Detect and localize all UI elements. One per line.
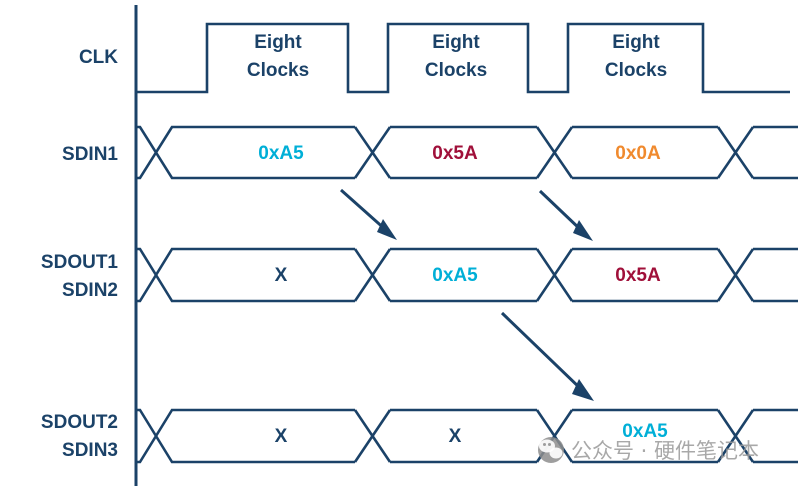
bus-value-sdout1-0: X <box>275 265 288 286</box>
signal-label-sdout2: SDOUT2 <box>41 412 118 433</box>
bus-value-sdout2-1: X <box>449 426 462 447</box>
bus-value-sdin1-2: 0x0A <box>615 143 661 164</box>
bus-waveform-sdout1 <box>136 247 798 303</box>
bus-waveform-sdout2 <box>136 408 798 464</box>
bus-value-sdin1-1: 0x5A <box>432 143 478 164</box>
bus-value-sdin1-0: 0xA5 <box>258 143 304 164</box>
arrow-sdin1-to-sdout1-a5 <box>340 188 397 240</box>
bus-value-sdout1-1: 0xA5 <box>432 265 478 286</box>
bus-value-sdout2-2: 0xA5 <box>622 421 668 442</box>
arrow-sdout1-to-sdout2-a5 <box>500 311 594 401</box>
clock-note-3-line1: Eight <box>612 32 660 53</box>
watermark-label: 公众号 · 硬件笔记本 <box>571 439 759 463</box>
clock-note-2-line1: Eight <box>432 32 480 53</box>
arrow-sdin1-to-sdout1-5a <box>538 189 593 241</box>
watermark: 公众号 · 硬件笔记本 <box>538 437 759 463</box>
bus-value-sdout1-2: 0x5A <box>615 265 661 286</box>
bus-waveform-sdin1 <box>136 125 798 180</box>
clock-note-3-line2: Clocks <box>605 60 667 81</box>
signal-label-sdin2: SDIN2 <box>62 280 118 301</box>
signal-label-sdin1: SDIN1 <box>62 144 118 165</box>
signal-label-sdout1: SDOUT1 <box>41 252 119 273</box>
clock-note-1-line2: Clocks <box>247 60 309 81</box>
bus-value-sdout2-0: X <box>275 426 288 447</box>
clock-note-2-line2: Clocks <box>425 60 487 81</box>
signal-label-clk: CLK <box>79 47 118 68</box>
signal-label-sdin3: SDIN3 <box>62 440 118 461</box>
clk-waveform <box>136 22 790 94</box>
clock-note-1-line1: Eight <box>254 32 302 53</box>
